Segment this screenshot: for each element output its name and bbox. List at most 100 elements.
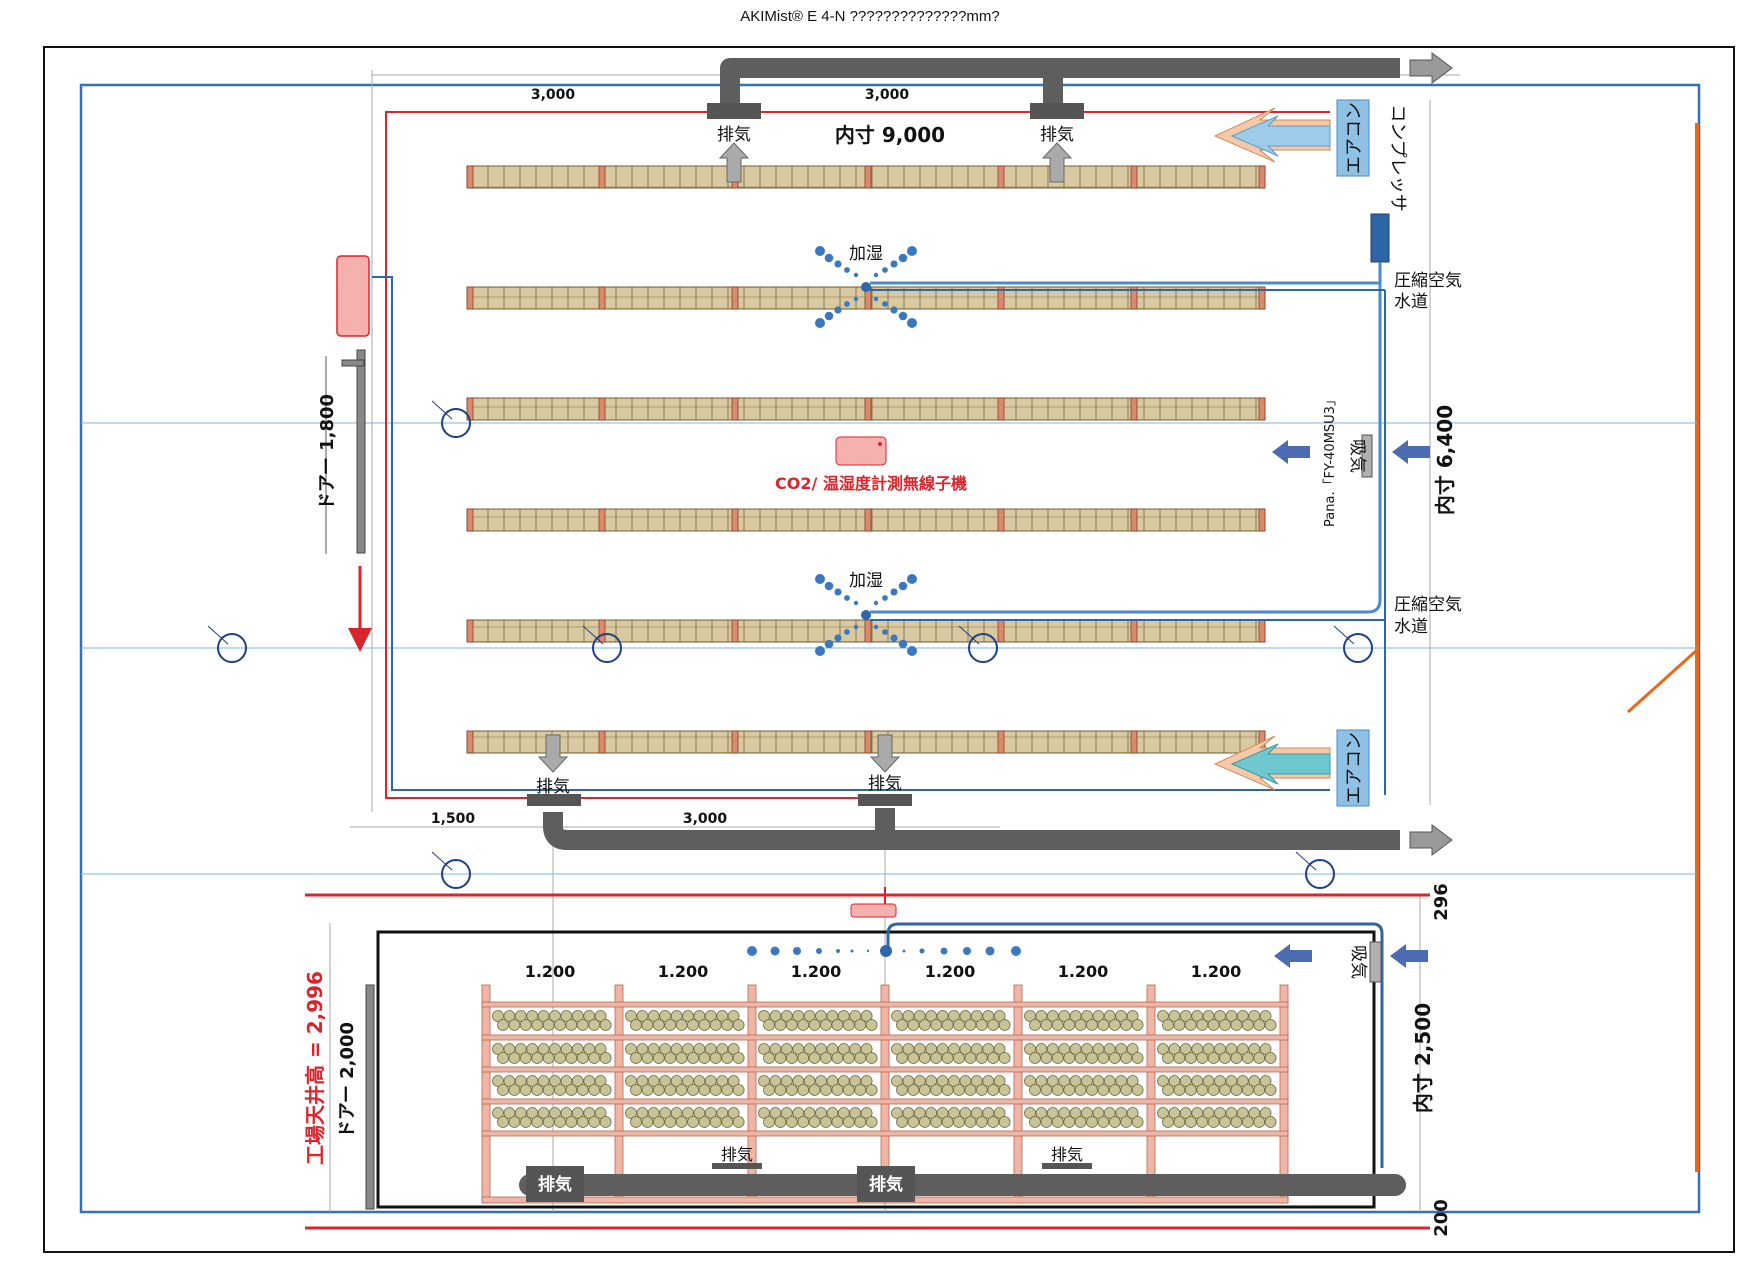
log-icon [519, 1116, 532, 1128]
log-icon [1230, 1019, 1243, 1031]
exhaust-arrow-icon [1409, 52, 1453, 84]
log-icon [531, 1116, 544, 1128]
log-icon [831, 1084, 844, 1096]
log-icon [891, 1075, 903, 1087]
compressed-air-label-1: 圧縮空気 [1394, 271, 1462, 291]
ceiling-fans [207, 400, 1373, 889]
mist-nozzle-icon [834, 260, 842, 268]
log-icon [1074, 1052, 1087, 1064]
log-icon [1081, 1043, 1093, 1055]
log-icon [763, 1019, 775, 1031]
bay-dimensions: 1.200 1.200 1.200 1.200 1.200 1.200 [525, 962, 1242, 981]
log-icon [1040, 1116, 1053, 1128]
ceiling-height-label: 工場天井高 = 2,996 [303, 971, 327, 1165]
exhaust-arrow-icon [869, 734, 901, 773]
log-icon [918, 1084, 931, 1096]
log-icon [970, 1043, 983, 1055]
mist-nozzle-icon [873, 624, 879, 630]
log-icon [1040, 1052, 1053, 1064]
log-icon [537, 1043, 550, 1055]
log-icon [1097, 1019, 1110, 1031]
mist-nozzle-icon [834, 306, 842, 314]
log-icon [497, 1019, 509, 1031]
log-icon [1058, 1010, 1071, 1022]
log-icon [1024, 1010, 1036, 1022]
section-pipe [886, 922, 1384, 1168]
log-icon [641, 1116, 654, 1128]
log-icon [549, 1010, 561, 1022]
exhaust-hood-1 [707, 103, 761, 119]
log-icon [1024, 1107, 1036, 1119]
log-icon [837, 1075, 850, 1087]
log-icon [1173, 1052, 1186, 1064]
log-icon [1214, 1107, 1226, 1119]
shelf-row [466, 619, 1266, 643]
log-icon [732, 1116, 745, 1128]
log-icon [721, 1116, 734, 1128]
log-icon [998, 1116, 1011, 1128]
section-exhaust-label-3: 排気 [721, 1145, 753, 1164]
log-icon [1063, 1052, 1076, 1064]
log-icon [652, 1019, 665, 1031]
log-icon [780, 1107, 793, 1119]
mist-nozzle-icon [907, 574, 917, 584]
orange-door [1626, 648, 1699, 714]
log-icon [831, 1116, 844, 1128]
log-icon [594, 1010, 607, 1022]
log-icon [630, 1019, 642, 1031]
log-icon [531, 1052, 544, 1064]
log-icon [1184, 1052, 1197, 1064]
intake-arrow-icon [1392, 440, 1430, 464]
mist-nozzle-icon [844, 267, 850, 273]
log-icon [542, 1084, 555, 1096]
log-icon [1120, 1084, 1133, 1096]
log-icon [1264, 1084, 1277, 1096]
log-icon [854, 1084, 867, 1096]
section-sensor [850, 903, 897, 918]
log-icon [682, 1010, 694, 1022]
log-icon [1219, 1084, 1231, 1096]
log-icon [831, 1019, 844, 1031]
log-icon [670, 1075, 683, 1087]
log-icon [576, 1116, 589, 1128]
log-icon [1086, 1019, 1098, 1031]
door-plan-label: ドアー 1,800 [317, 394, 338, 510]
log-icon [820, 1052, 832, 1064]
log-icon [808, 1084, 821, 1096]
log-icon [975, 1116, 988, 1128]
log-icon [1131, 1116, 1144, 1128]
log-icon [918, 1052, 931, 1064]
mist-spray-top [815, 246, 917, 328]
log-icon [907, 1019, 920, 1031]
shelf-row [466, 730, 1266, 754]
log-icon [698, 1019, 711, 1031]
intake-arrow-icon [1390, 944, 1428, 968]
log-icon [820, 1116, 832, 1128]
log-icon [970, 1010, 983, 1022]
log-icon [1120, 1052, 1133, 1064]
log-icon [1173, 1116, 1186, 1128]
log-icon [508, 1052, 521, 1064]
log-icon [1202, 1075, 1215, 1087]
mist-nozzle-icon [873, 296, 879, 302]
log-icon [537, 1010, 550, 1022]
log-icon [1058, 1075, 1071, 1087]
log-icon [1207, 1019, 1220, 1031]
log-icon [537, 1107, 550, 1119]
sensor-dot [878, 442, 882, 446]
section-mist [747, 945, 1021, 957]
log-icon [1081, 1010, 1093, 1022]
log-icon [542, 1052, 555, 1064]
log-icon [993, 1043, 1006, 1055]
log-icon [698, 1084, 711, 1096]
intake-label: 吸気 [1347, 439, 1367, 473]
log-icon [975, 1052, 988, 1064]
dim-bottom-left: 1,500 [431, 811, 476, 827]
door-section [365, 984, 375, 1210]
log-icon [675, 1084, 688, 1096]
section-exhaust-small-1 [712, 1163, 762, 1169]
log-icon [797, 1084, 810, 1096]
log-icon [774, 1019, 787, 1031]
log-icon [953, 1052, 965, 1064]
humidify-label-2: 加湿 [849, 571, 883, 591]
